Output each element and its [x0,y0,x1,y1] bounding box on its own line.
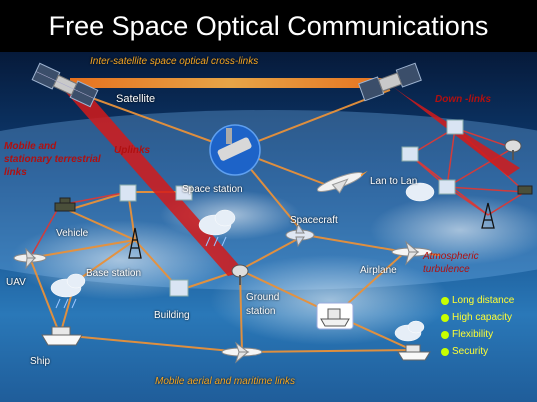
label-satellite: Satellite [116,93,156,105]
label-ship: Ship [30,356,51,367]
spacecraft-icon [316,170,368,194]
vehicle-icons [54,185,533,212]
label-ground-station: Ground station [246,292,280,317]
label-building: Building [154,310,190,321]
label-uav: UAV [6,277,26,288]
cloud-icons [50,182,435,342]
building-icons [119,119,464,297]
bullet-dot-icon [441,313,449,322]
list-item: High capacity [441,309,514,326]
label-lan-to-lan: Lan to Lan [370,176,418,187]
label-base-station: Base station [86,268,142,279]
label-vehicle: Vehicle [56,228,89,239]
ship-right-icon [397,344,431,361]
list-item: Security [441,343,514,360]
airplane-icon [391,240,433,266]
tower-right-icon [481,202,495,229]
label-spacecraft: Spacecraft [290,215,338,226]
inter-satellite-beam [70,78,390,88]
base-station-tower-icon [128,227,142,259]
label-atmospheric-turbulence: Atmospheric turbulence [423,251,479,275]
list-item: Flexibility [441,326,514,343]
page-title: Free Space Optical Communications [48,10,489,41]
bullet-dot-icon [441,296,449,305]
label-uplinks: Uplinks [114,145,151,156]
satellite-right-icon [358,62,422,102]
uav-icon [13,247,47,270]
label-mobile-stationary: Mobile and stationary terrestrial links [4,141,101,178]
label-inter-satellite: Inter-satellite space optical cross-link… [90,56,259,67]
ship-center-icon [316,302,354,330]
title-bar: Free Space Optical Communications [0,0,537,52]
bullet-dot-icon [441,330,449,339]
advantages-list: Long distance High capacity Flexibility … [441,292,514,360]
uplink-beam [62,84,245,276]
label-mobile-aerial: Mobile aerial and maritime links [155,376,296,387]
list-item: Long distance [441,292,514,309]
spacecraft-plane-icon [285,222,315,248]
label-airplane: Airplane [360,265,397,276]
bullet-dot-icon [441,347,449,356]
label-space-station: Space station [182,184,243,195]
aerial-plane-icon [221,341,263,364]
ship-left-icon [41,326,83,346]
ground-station-icon [231,264,249,285]
label-down-links: Down -links [435,94,492,105]
satellite-dish-icon [504,139,522,160]
satellite-left-icon [31,62,99,108]
